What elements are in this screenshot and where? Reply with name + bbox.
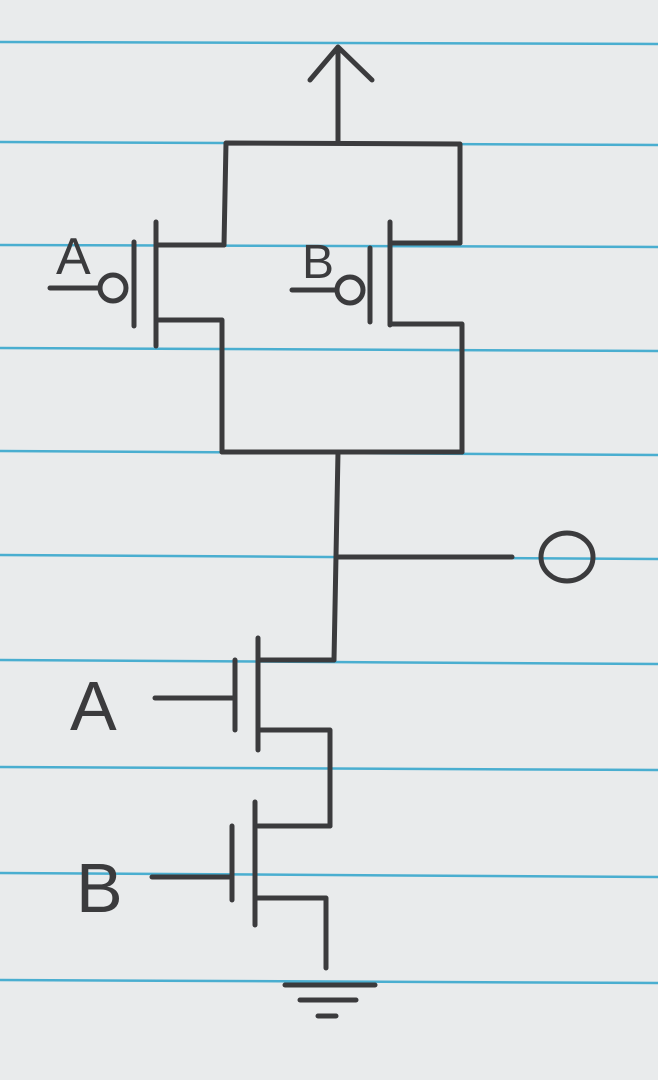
pmos-b-label: B [302,236,334,289]
vdd-rail-wire [221,140,463,248]
nmos-a-label: A [70,667,117,745]
pmos-a-label: A [56,228,91,286]
ruled-line [0,978,658,985]
nmos-b-label: B [76,849,123,927]
nmos-transistor-a [152,635,337,829]
output-terminal [538,530,596,584]
notebook-ruled-lines [0,40,658,985]
inversion-bubble-icon [334,274,366,306]
ruled-line [0,243,658,249]
supply-arrow-icon [307,44,375,146]
pmos-transistor-a [47,219,227,455]
circuit-drawing [47,44,596,1019]
pmos-transistor-b [289,219,465,455]
ruled-line [0,346,658,353]
ground-icon [282,982,378,1019]
inversion-bubble-icon [97,272,129,304]
ruled-line [0,40,658,46]
ruled-line [0,553,658,561]
ruled-line [0,871,658,879]
nmos-transistor-b [149,799,333,971]
